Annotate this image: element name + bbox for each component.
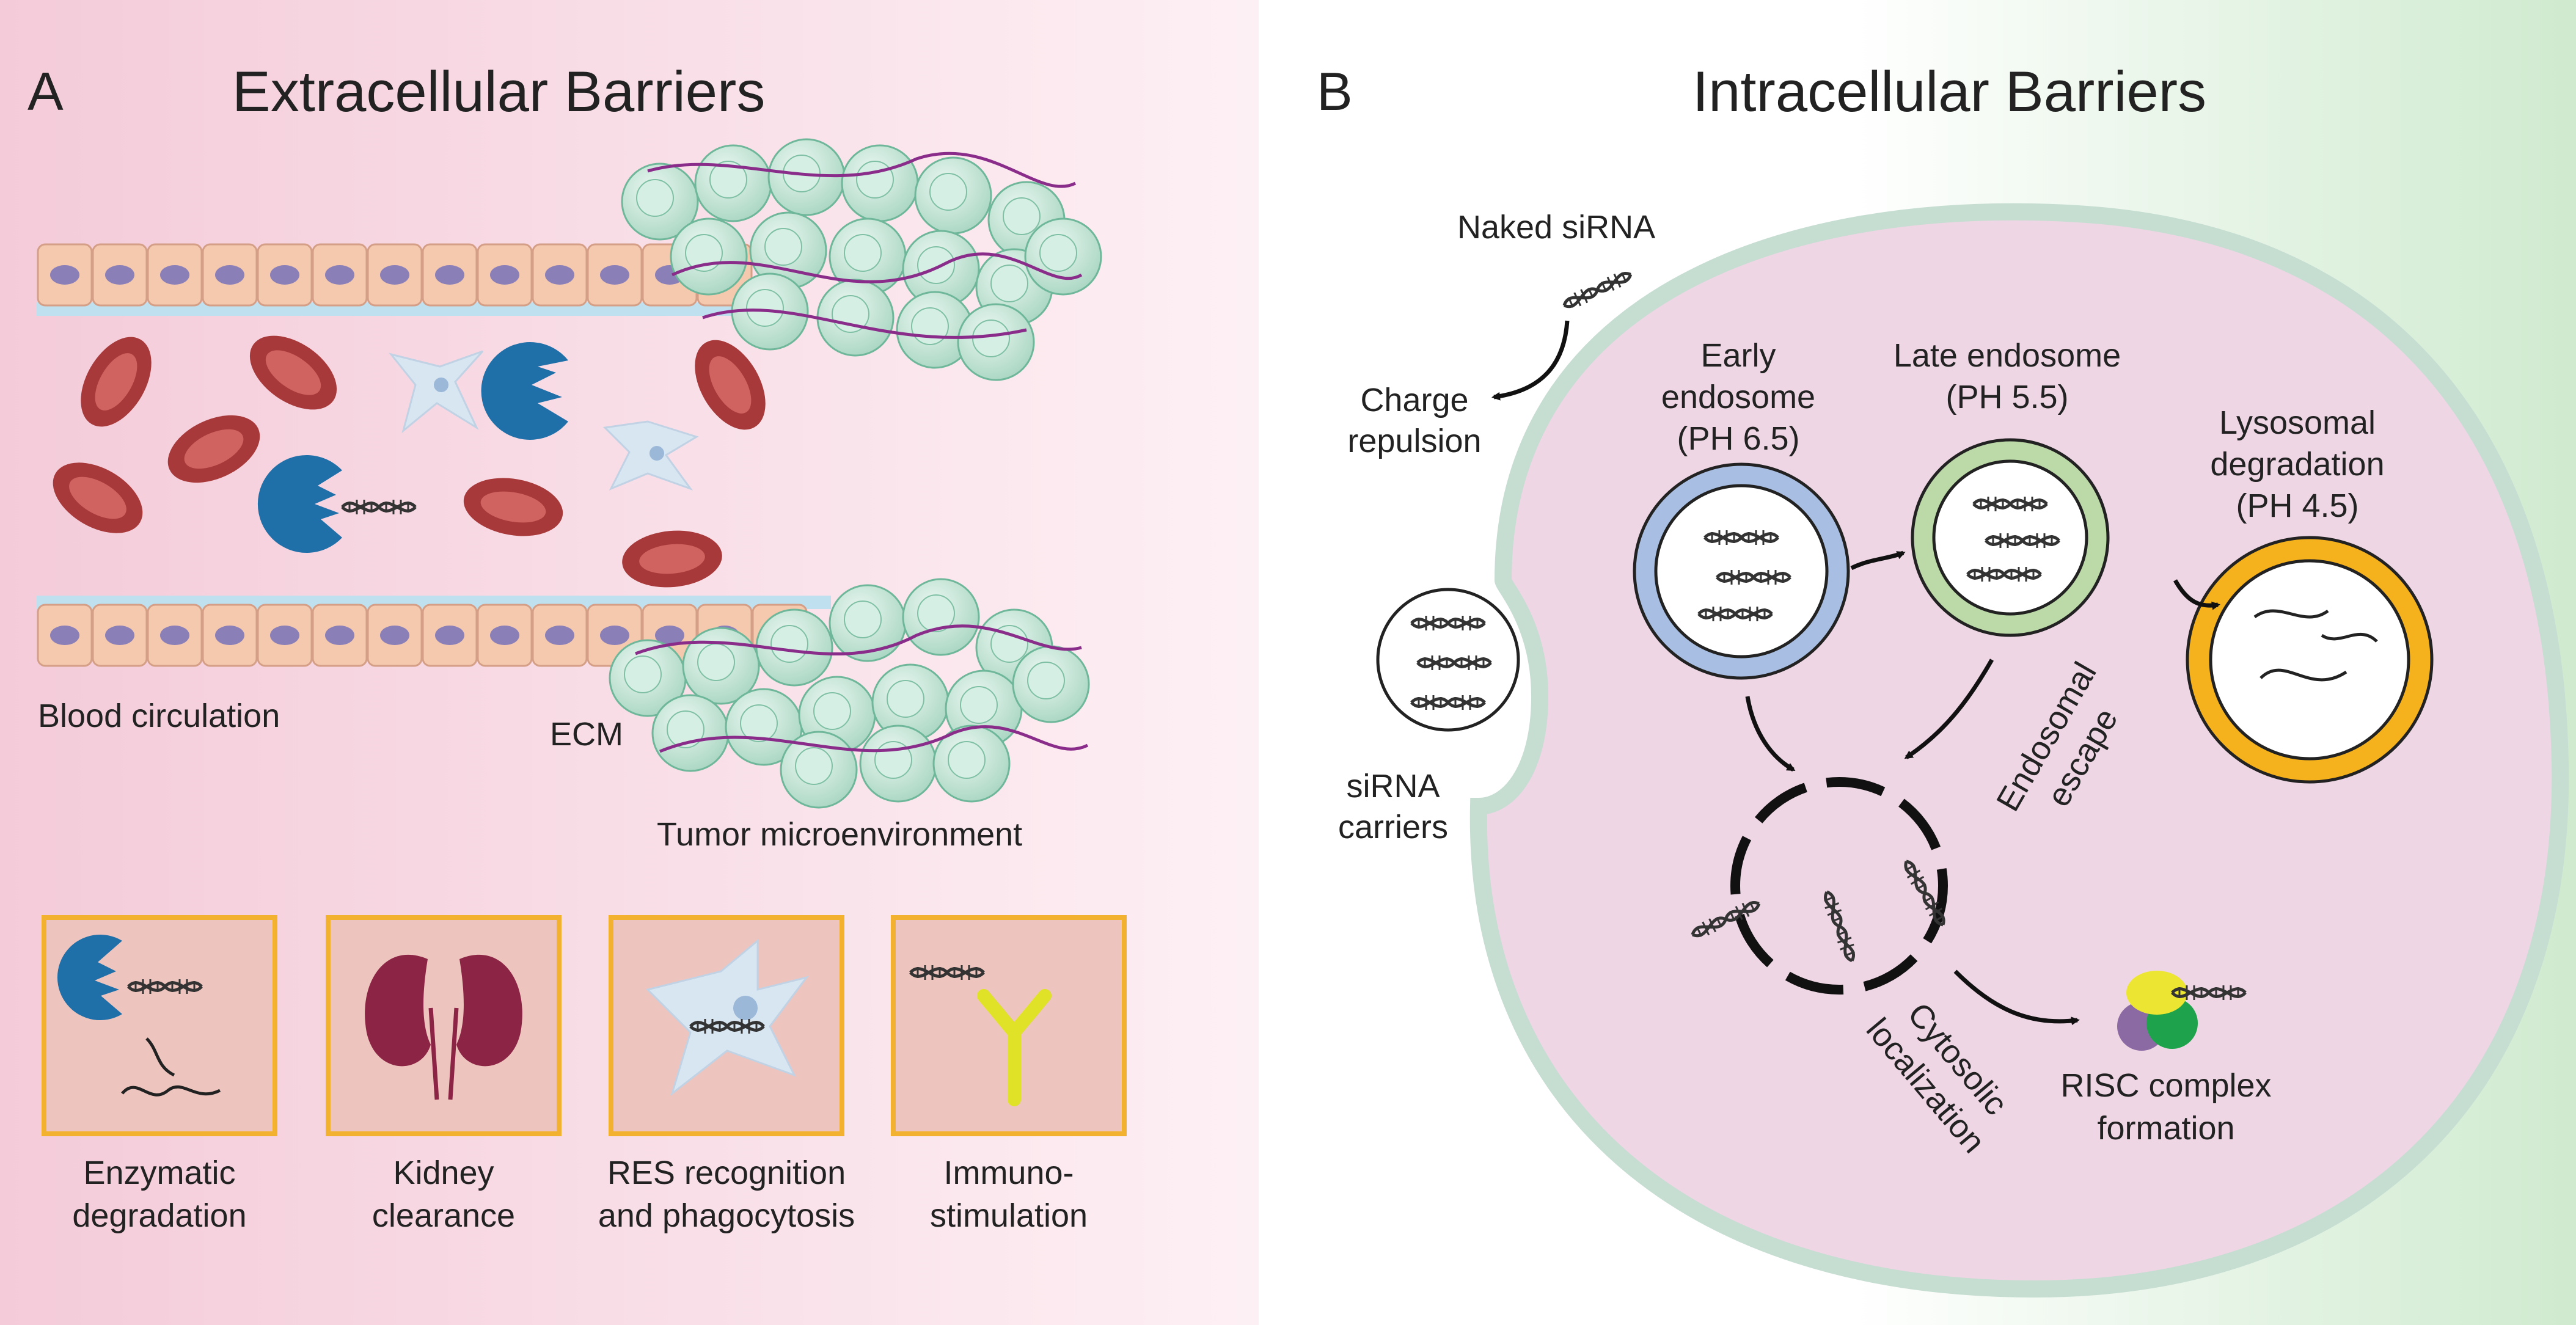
enzymatic-label-2: degradation [72, 1197, 246, 1234]
res-label-2: and phagocytosis [598, 1197, 855, 1234]
barrier-box-kidney [326, 915, 562, 1136]
lysosome [2186, 536, 2434, 784]
tumor-mass-bottom [609, 578, 1090, 809]
lysosome-label-3: (PH 4.5) [2236, 487, 2358, 524]
barrier-box-res [609, 915, 844, 1136]
early-to-late-arrow [1850, 550, 1906, 571]
early-endosome [1633, 462, 1850, 680]
immuno-label-1: Immuno- [943, 1155, 1074, 1191]
tumor-mass-top [621, 138, 1102, 381]
panel-b-title: Intracellular Barriers [1692, 59, 2206, 123]
early-endosome-label-2: endosome [1661, 379, 1815, 415]
risc-label-2: formation [2097, 1110, 2234, 1147]
kidney-label-2: clearance [372, 1197, 515, 1234]
kidney-label-1: Kidney [393, 1155, 494, 1191]
panel-a-letter: A [27, 61, 64, 122]
enzyme-icons [257, 342, 568, 553]
broken-endosome [1730, 777, 1948, 995]
charge-label: Charge [1360, 382, 1468, 418]
early-endosome-label-1: Early [1700, 337, 1776, 374]
risc-label-1: RISC complex [2060, 1067, 2271, 1104]
vessel-wall-top [37, 243, 770, 316]
repulsion-label: repulsion [1347, 423, 1481, 459]
lysosome-label-1: Lysosomal [2219, 404, 2376, 441]
red-blood-cells [53, 335, 766, 588]
panel-a-title: Extracellular Barriers [232, 59, 765, 123]
tumor-microenvironment-label: Tumor microenvironment [657, 816, 1022, 853]
late-endosome-label-1: Late endosome [1894, 337, 2121, 374]
sirna-carriers-label-1: siRNA [1346, 768, 1440, 805]
vessel-wall-bottom [37, 596, 831, 667]
sirna-carrier [1376, 588, 1520, 732]
early-to-escape-arrow [1745, 696, 1796, 772]
blood-circulation-label: Blood circulation [38, 698, 280, 734]
risc-complex [2117, 971, 2245, 1051]
immuno-label-2: stimulation [930, 1197, 1088, 1234]
ecm-label: ECM [550, 716, 623, 753]
late-endosome [1911, 438, 2110, 637]
early-endosome-label-3: (PH 6.5) [1677, 420, 1799, 457]
late-to-lysosome-arrow [2173, 579, 2220, 610]
lysosome-label-2: degradation [2210, 446, 2384, 483]
late-to-escape-arrow [1904, 659, 1994, 759]
enzymatic-label-1: Enzymatic [83, 1155, 235, 1191]
late-endosome-label-2: (PH 5.5) [1945, 379, 2068, 415]
sirna-carriers-label-2: carriers [1338, 809, 1448, 845]
naked-sirna-label: Naked siRNA [1457, 209, 1655, 246]
charge-repulsion-arrow [1491, 320, 1570, 401]
macrophage-stars [389, 350, 699, 491]
res-label-1: RES recognition [607, 1155, 846, 1191]
barrier-box-enzymatic [42, 915, 277, 1136]
barrier-box-immuno [891, 915, 1127, 1136]
panel-b-letter: B [1317, 61, 1353, 122]
to-risc-arrow [1953, 969, 2080, 1026]
